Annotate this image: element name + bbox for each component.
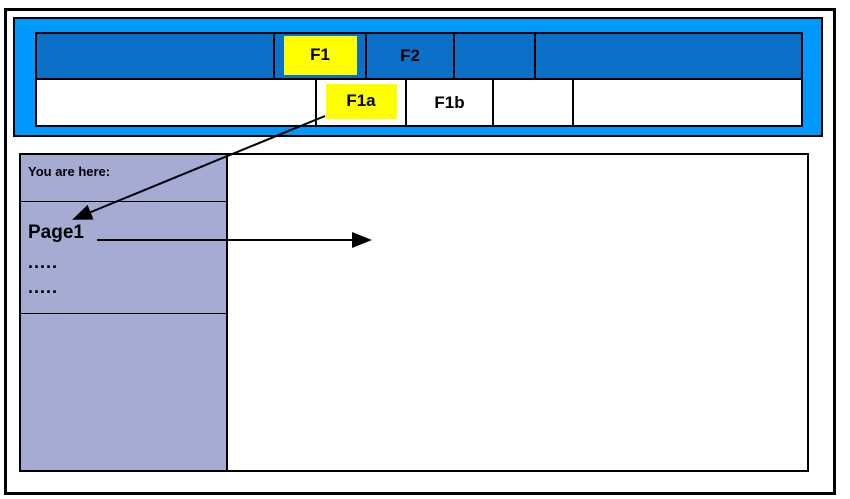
breadcrumb: You are here:	[21, 155, 226, 202]
secondary-tab-bar: F1a F1b	[35, 78, 803, 127]
primary-tab-bar: F1 F2	[35, 32, 803, 80]
primary-tab-slot-4	[453, 34, 534, 78]
sidebar: You are here: Page1 ..... .....	[19, 153, 228, 472]
secondary-tab-f1a[interactable]: F1a	[315, 80, 405, 125]
sidebar-item-placeholder-2: .....	[28, 277, 59, 297]
sidebar-footer-section	[21, 314, 226, 470]
secondary-tab-slot-1	[37, 80, 315, 125]
secondary-tab-slot-4	[492, 80, 572, 125]
primary-tab-f2[interactable]: F2	[365, 34, 453, 78]
slide-frame	[4, 8, 836, 495]
primary-tab-slot-5	[534, 34, 801, 78]
sidebar-menu: Page1 ..... .....	[21, 202, 226, 314]
header-bars: F1 F2 F1a F1b	[35, 32, 803, 127]
sidebar-item-page1[interactable]: Page1	[28, 222, 84, 243]
secondary-tab-slot-5	[572, 80, 801, 125]
site-header: F1 F2 F1a F1b	[13, 17, 823, 137]
f1-tab-highlight[interactable]: F1	[283, 35, 357, 75]
primary-tab-slot-1	[37, 34, 273, 78]
secondary-tab-f1b[interactable]: F1b	[405, 80, 492, 125]
sidebar-item-placeholder-1: .....	[28, 252, 59, 272]
primary-tab-f1[interactable]: F1	[273, 34, 365, 78]
f1a-tab-highlight[interactable]: F1a	[325, 83, 397, 119]
